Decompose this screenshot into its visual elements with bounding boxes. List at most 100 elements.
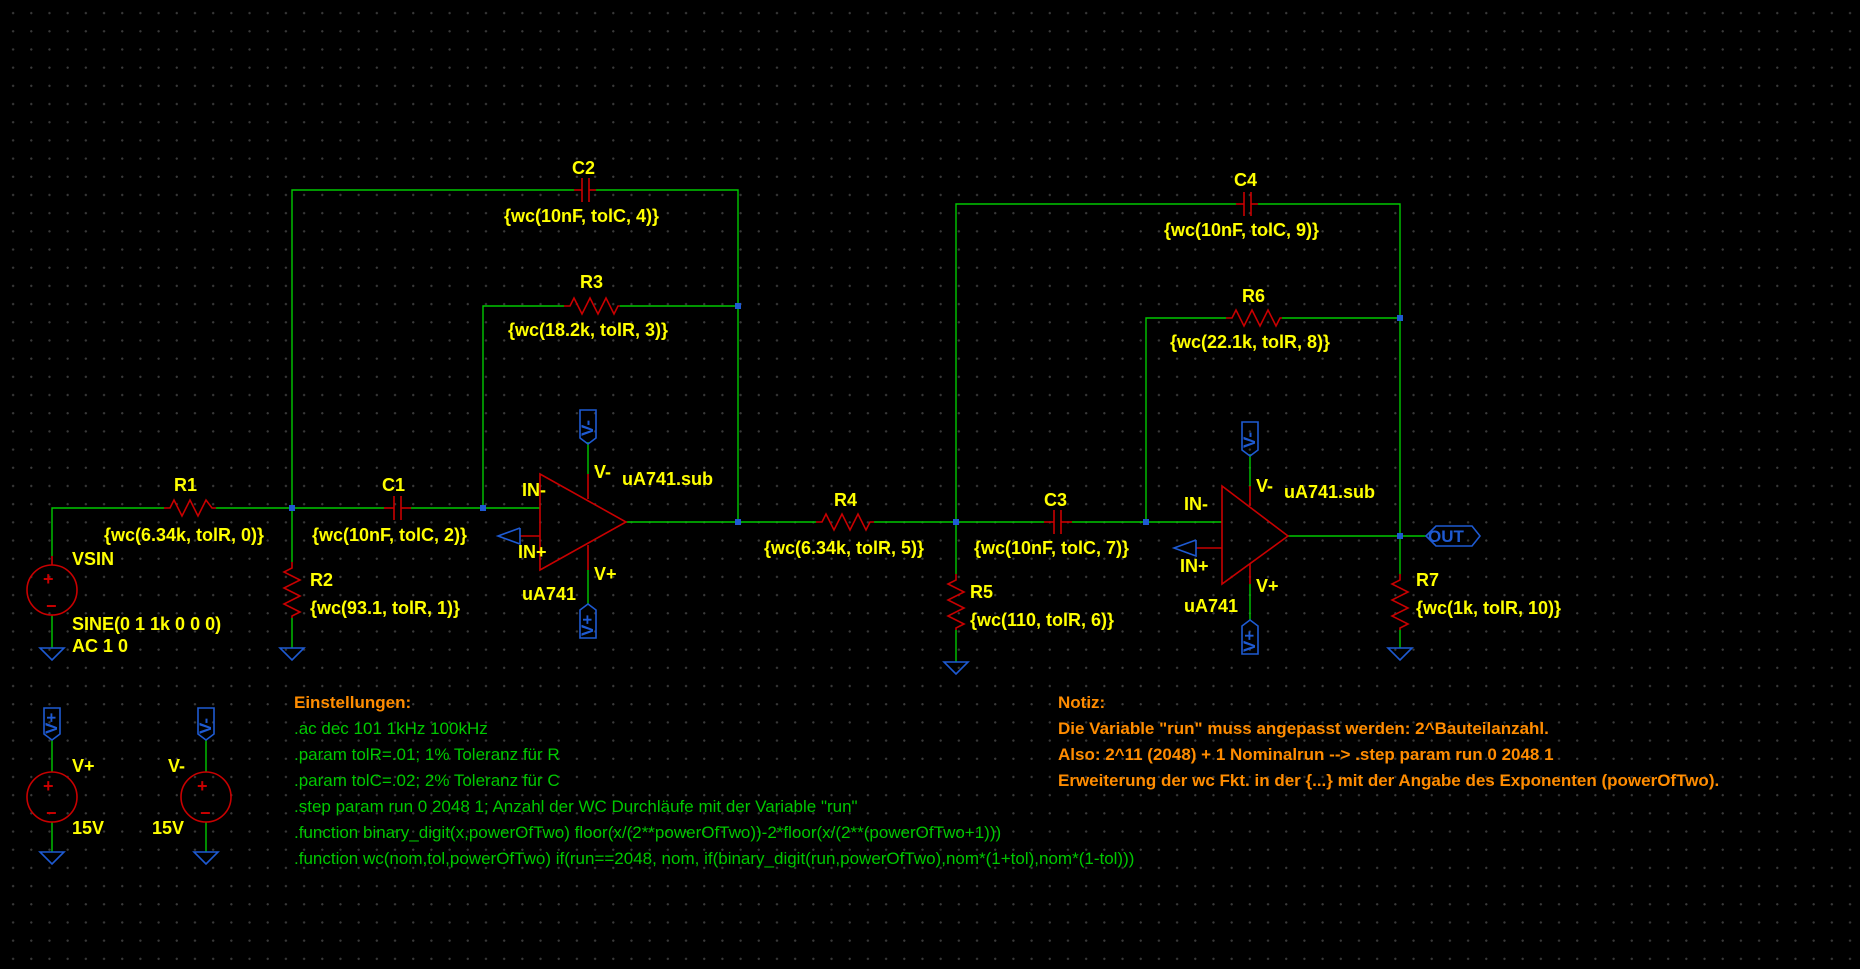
vminus-src-minus-icon: − xyxy=(200,803,211,823)
note-line: Die Variable "run" muss angepasst werden… xyxy=(1058,719,1549,738)
u1-in-minus: IN- xyxy=(522,480,546,500)
c1-name: C1 xyxy=(382,475,405,495)
c4-name: C4 xyxy=(1234,170,1257,190)
comment-note[interactable]: Notiz: Die Variable "run" muss angepasst… xyxy=(1058,693,1719,790)
r2-value: {wc(93.1, tolR, 1)} xyxy=(310,598,460,618)
svg-text:V+: V+ xyxy=(1240,631,1259,652)
r5-name: R5 xyxy=(970,582,993,602)
wire-c4-right[interactable] xyxy=(1258,203,1401,534)
c3-value: {wc(10nF, tolC, 7)} xyxy=(974,538,1129,558)
vsin-plus-icon: + xyxy=(43,569,54,589)
u1-v-plus: V+ xyxy=(594,564,617,584)
r7-name: R7 xyxy=(1416,570,1439,590)
capacitor-c4[interactable] xyxy=(1236,192,1258,216)
vplus-src-plus-icon: + xyxy=(43,776,54,796)
resistor-r2[interactable] xyxy=(282,562,302,618)
junction-u1-out xyxy=(735,519,741,525)
junction-node-d xyxy=(1143,519,1149,525)
u2-v-plus: V+ xyxy=(1256,576,1279,596)
u1-v-minus: V- xyxy=(594,462,611,482)
wire-r3-left[interactable] xyxy=(482,305,564,508)
capacitor-c1[interactable] xyxy=(384,496,411,520)
vminus-name: V- xyxy=(168,756,185,776)
c4-value: {wc(10nF, tolC, 9)} xyxy=(1164,220,1319,240)
capacitor-c2[interactable] xyxy=(574,178,596,202)
spice-directives[interactable]: Einstellungen: .ac dec 101 1kHz 100kHz .… xyxy=(294,693,1134,868)
junction-u2-out xyxy=(1397,533,1403,539)
r4-value: {wc(6.34k, tolR, 5)} xyxy=(764,538,924,558)
net-flags: V- V+ V- V+ V+ V- OUT xyxy=(42,409,1482,741)
vsin-value2: AC 1 0 xyxy=(72,636,128,656)
wire-c4-left[interactable] xyxy=(955,203,1236,522)
svg-text:V-: V- xyxy=(196,718,215,734)
directive-line[interactable]: .param tolR=.01; 1% Toleranz für R xyxy=(294,745,560,764)
component-labels: R1 {wc(6.34k, tolR, 0)} R2 {wc(93.1, tol… xyxy=(72,158,1561,838)
ground-icon xyxy=(38,647,66,662)
opamp-u2[interactable] xyxy=(1171,484,1290,586)
svg-text:V-: V- xyxy=(1240,432,1259,448)
vminus-value: 15V xyxy=(152,818,184,838)
grounds xyxy=(38,647,1414,866)
vminus-src-plus-icon: + xyxy=(197,776,208,796)
wire-r6-left[interactable] xyxy=(1145,317,1226,522)
vplus-name: V+ xyxy=(72,756,95,776)
r5-value: {wc(110, tolR, 6)} xyxy=(970,610,1114,630)
junction-node-a xyxy=(289,505,295,511)
note-line: Also: 2^11 (2048) + 1 Nominalrun --> .st… xyxy=(1058,745,1554,764)
net-flag-u2-vminus[interactable]: V- xyxy=(1240,421,1259,457)
directive-line[interactable]: .param tolC=.02; 2% Toleranz für C xyxy=(294,771,560,790)
junction-r3-out xyxy=(735,303,741,309)
vsin-name: VSIN xyxy=(72,549,114,569)
wires xyxy=(51,189,1426,852)
net-flag-u1-vminus[interactable]: V- xyxy=(578,409,597,445)
ground-icon xyxy=(1386,647,1414,662)
svg-text:OUT: OUT xyxy=(1428,527,1465,546)
ground-icon xyxy=(278,647,306,662)
r6-name: R6 xyxy=(1242,286,1265,306)
resistor-r7[interactable] xyxy=(1390,574,1410,630)
source-vplus[interactable]: + − xyxy=(26,771,78,823)
note-line: Erweiterung der wc Fkt. in der {...} mit… xyxy=(1058,771,1719,790)
junction-node-b xyxy=(480,505,486,511)
note-header: Notiz: xyxy=(1058,693,1105,712)
resistor-r6[interactable] xyxy=(1226,308,1282,328)
ground-icon xyxy=(192,851,220,866)
source-vminus[interactable]: + − xyxy=(180,771,232,823)
svg-text:V-: V- xyxy=(578,420,597,436)
net-flag-out[interactable]: OUT xyxy=(1424,525,1482,547)
net-flag-src-vplus[interactable]: V+ xyxy=(42,707,61,741)
r6-value: {wc(22.1k, tolR, 8)} xyxy=(1170,332,1330,352)
opamp-u1[interactable] xyxy=(495,472,628,572)
junctions xyxy=(289,303,1403,539)
directive-line[interactable]: .ac dec 101 1kHz 100kHz xyxy=(294,719,488,738)
r4-name: R4 xyxy=(834,490,857,510)
vsin-value1: SINE(0 1 1k 0 0 0) xyxy=(72,614,221,634)
directive-line[interactable]: .step param run 0 2048 1; Anzahl der WC … xyxy=(294,797,858,816)
net-flag-u2-vplus[interactable]: V+ xyxy=(1240,619,1259,655)
ground-icon xyxy=(38,851,66,866)
svg-text:V+: V+ xyxy=(578,615,597,636)
resistor-r5[interactable] xyxy=(946,574,966,630)
c1-value: {wc(10nF, tolC, 2)} xyxy=(312,525,467,545)
directive-line[interactable]: .function wc(nom,tol,powerOfTwo) if(run=… xyxy=(294,849,1134,868)
resistor-r4[interactable] xyxy=(816,512,874,532)
wire-c2-right[interactable] xyxy=(596,189,739,522)
resistor-r1[interactable] xyxy=(164,498,216,518)
source-vsin[interactable]: + − xyxy=(26,556,78,616)
vplus-src-minus-icon: − xyxy=(46,803,57,823)
resistor-r3[interactable] xyxy=(564,296,620,316)
directives-header: Einstellungen: xyxy=(294,693,411,712)
capacitor-c3[interactable] xyxy=(1044,510,1072,534)
c2-name: C2 xyxy=(572,158,595,178)
net-flag-src-vminus[interactable]: V- xyxy=(196,707,215,741)
c2-value: {wc(10nF, tolC, 4)} xyxy=(504,206,659,226)
directive-line[interactable]: .function binary_digit(x,powerOfTwo) flo… xyxy=(294,823,1001,842)
wire-vsin-r1[interactable] xyxy=(51,507,164,556)
u2-inplus-ref-icon xyxy=(1171,539,1197,558)
r3-name: R3 xyxy=(580,272,603,292)
wire-c2-left[interactable] xyxy=(291,189,574,508)
r3-value: {wc(18.2k, tolR, 3)} xyxy=(508,320,668,340)
r1-value: {wc(6.34k, tolR, 0)} xyxy=(104,525,264,545)
net-flag-u1-vplus[interactable]: V+ xyxy=(578,603,597,639)
